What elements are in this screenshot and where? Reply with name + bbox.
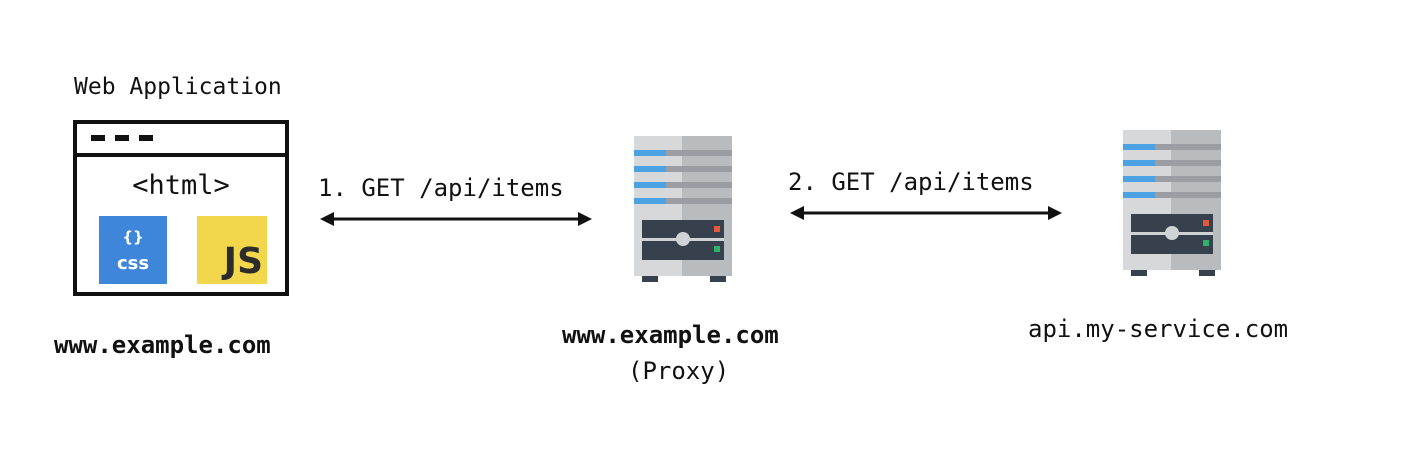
- browser-window-icon: <html> {} css JS: [73, 120, 289, 296]
- double-arrow-icon: [320, 212, 592, 226]
- css-label: css: [116, 253, 150, 274]
- css-icon: {} css: [99, 216, 167, 284]
- window-titlebar: [77, 124, 285, 157]
- server-icon: [634, 136, 732, 282]
- api-host-label: api.my-service.com: [1028, 315, 1289, 343]
- client-host-label: www.example.com: [54, 331, 271, 359]
- js-icon: JS: [197, 216, 267, 284]
- proxy-role-label: (Proxy): [628, 357, 730, 385]
- titlebar-dash: [139, 135, 153, 141]
- proxy-host-label: www.example.com: [562, 321, 779, 349]
- titlebar-dash: [115, 135, 129, 141]
- double-arrow-icon: [790, 206, 1062, 220]
- request-2-label: 2. GET /api/items: [788, 168, 1034, 196]
- web-application-title: Web Application: [74, 74, 282, 100]
- js-label: JS: [223, 241, 263, 282]
- titlebar-dash: [91, 135, 105, 141]
- css-braces: {}: [122, 228, 144, 246]
- server-icon: [1123, 130, 1221, 276]
- request-1-label: 1. GET /api/items: [318, 174, 564, 202]
- html-tag-label: <html>: [132, 170, 230, 201]
